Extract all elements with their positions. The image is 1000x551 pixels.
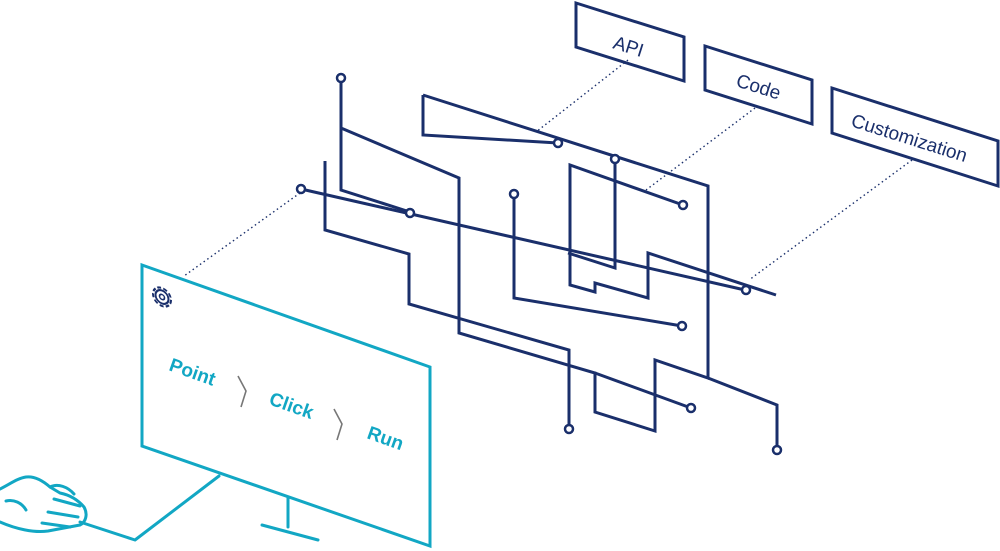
circuit-node <box>740 284 752 296</box>
circuit-trace <box>594 371 692 410</box>
label-api: API <box>574 0 686 84</box>
circuit-node <box>552 137 564 149</box>
circuit-node <box>335 72 347 84</box>
circuit-nodes <box>295 72 783 456</box>
monitor: Point Click Run <box>78 262 432 549</box>
chevron-right-icon <box>333 408 343 441</box>
circuit-trace <box>421 95 559 145</box>
gear-icon <box>152 286 172 308</box>
circuit-trace <box>323 161 571 428</box>
circuit-node <box>508 188 520 200</box>
leader-monitor <box>183 192 301 277</box>
chevron-right-icon <box>237 375 247 408</box>
circuit-node <box>676 320 688 332</box>
circuit-node <box>677 199 689 211</box>
circuit-node <box>609 153 621 165</box>
circuit-trace <box>512 195 683 328</box>
label-customization: Customization <box>830 85 1000 189</box>
leader-lines <box>183 59 913 281</box>
circuit-trace <box>568 162 684 207</box>
circuit-node <box>685 402 697 414</box>
mouse-cable <box>78 474 221 542</box>
circuit-node <box>295 183 307 195</box>
leader-code <box>645 107 756 191</box>
leader-customization <box>748 159 913 281</box>
leader-api <box>535 59 629 133</box>
circuit-node <box>563 423 575 435</box>
circuit-trace <box>339 128 411 214</box>
circuit-trace <box>707 376 779 450</box>
monitor-base <box>260 523 320 542</box>
hand-with-mouse-icon <box>0 475 88 533</box>
circuit-traces <box>300 80 779 450</box>
circuit-trace <box>568 176 777 300</box>
circuit-node <box>771 444 783 456</box>
circuit-trace <box>339 80 710 434</box>
label-code: Code <box>703 43 814 127</box>
monitor-screen <box>140 262 432 549</box>
circuit-trace <box>567 160 617 271</box>
circuit-node <box>404 207 416 219</box>
circuit-trace <box>300 187 746 292</box>
